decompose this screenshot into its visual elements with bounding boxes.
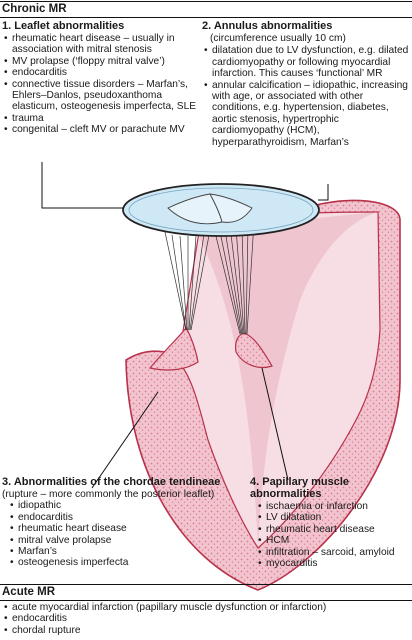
chordae-abnormalities-section: 3. Abnormalities of the chordae tendinea… (2, 476, 238, 569)
papillary-muscle-section: 4. Papillary muscle abnormalities ischae… (250, 476, 410, 570)
list-item: idiopathic (8, 500, 238, 512)
leaflet-abnormalities-section: 1. Leaflet abnormalities rheumatic heart… (2, 20, 198, 136)
list-item: rheumatic heart disease (256, 524, 410, 536)
septal-band (196, 212, 378, 548)
mitral-leaflets (167, 193, 253, 225)
chronic-mr-title: Chronic MR (2, 3, 67, 15)
list-item: rheumatic heart disease (8, 523, 238, 535)
list-item: Marfan’s (8, 546, 238, 558)
right-papillary-muscle (235, 333, 273, 369)
chordae-abnormalities-heading: 3. Abnormalities of the chordae tendinea… (2, 476, 221, 488)
chronic-title-rule (0, 17, 412, 18)
list-item: LV dilatation (256, 512, 410, 524)
pointer-lines (41, 162, 329, 489)
list-item: dilatation due to LV dysfunction, e.g. d… (202, 45, 410, 79)
list-item: MV prolapse (‘floppy mitral valve’) (2, 56, 198, 68)
list-item: trauma (2, 113, 198, 125)
list-item: endocarditis (2, 67, 198, 79)
list-item: annular calcification – idiopathic, incr… (202, 80, 410, 148)
list-item: acute myocardial infarction (papillary m… (2, 602, 410, 614)
list-item: mitral valve prolapse (8, 535, 238, 547)
list-item: rheumatic heart disease – usually in ass… (2, 33, 198, 56)
acute-top-rule (0, 584, 412, 585)
list-item: congenital – cleft MV or parachute MV (2, 124, 198, 136)
annulus-abnormalities-section: 2. Annulus abnormalities (circumference … (202, 20, 410, 148)
list-item: chordal rupture (2, 625, 410, 637)
list-item: infiltration – sarcoid, amyloid (256, 547, 410, 559)
acute-mr-section: acute myocardial infarction (papillary m… (2, 602, 410, 637)
list-item: myocarditis (256, 558, 410, 570)
annulus-abnormalities-heading: 2. Annulus abnormalities (202, 20, 333, 32)
acute-title-rule (0, 600, 412, 601)
list-item: connective tissue disorders – Marfan’s, … (2, 79, 198, 113)
leaflet-abnormalities-heading: 1. Leaflet abnormalities (2, 20, 125, 32)
mitral-annulus-inner (128, 187, 314, 233)
list-item: endocarditis (8, 512, 238, 524)
list-item: osteogenesis imperfecta (8, 557, 238, 569)
top-rule (0, 1, 412, 2)
list-item: endocarditis (2, 613, 410, 625)
chordae-note: (rupture – more commonly the posterior l… (2, 489, 215, 500)
chordae-tendineae (164, 219, 255, 335)
list-item: ischaemia or infarction (256, 501, 410, 513)
list-item: HCM (256, 535, 410, 547)
acute-mr-title: Acute MR (2, 586, 56, 598)
left-papillary-muscle (148, 326, 199, 371)
annulus-note: (circumference usually 10 cm) (210, 33, 346, 44)
papillary-muscle-heading: 4. Papillary muscle abnormalities (250, 476, 350, 500)
